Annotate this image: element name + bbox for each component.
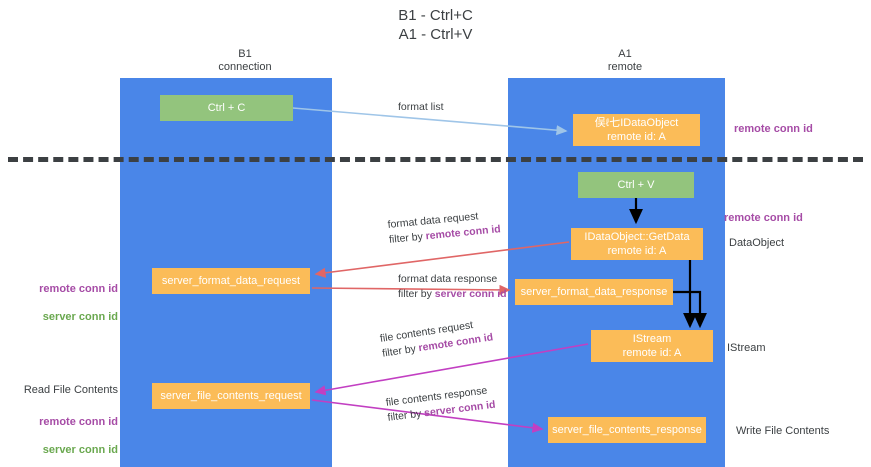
box-ctrl-v[interactable]: Ctrl + V [578, 172, 694, 198]
page-title: B1 - Ctrl+C A1 - Ctrl+V [398, 7, 473, 43]
annotation-remote-conn-id-left-bottom: remote conn id [39, 416, 118, 428]
box-server-format-data-response[interactable]: server_format_data_response [515, 279, 673, 305]
caption-format-data-response-line1: format data response [398, 273, 498, 285]
annotation-conn-ids-middle: remote conn id server conn id [18, 268, 118, 338]
caption-file-contents-response: file contents response filter by server … [385, 383, 496, 426]
caption-filter-key-server-conn-id: server conn id [434, 288, 507, 300]
caption-file-contents-request: file contents request filter by remote c… [379, 315, 494, 361]
caption-format-list: format list [398, 101, 444, 113]
caption-format-data-response-line2: filter by server conn id [398, 287, 507, 302]
annotation-remote-conn-id-left-top: remote conn id [39, 283, 118, 295]
annotation-conn-ids-bottom: remote conn id server conn id [18, 401, 118, 467]
box-idataobject-getdata[interactable]: IDataObject::GetData remote id: A [571, 228, 703, 260]
column-header-a1: A1 remote [607, 48, 643, 73]
annotation-server-conn-id-left-top: server conn id [42, 311, 118, 323]
caption-format-data-request: format data request filter by remote con… [387, 207, 501, 248]
column-header-b1: B1 connection [218, 48, 272, 73]
annotation-istream: IStream [727, 342, 766, 354]
box-istream[interactable]: IStream remote id: A [591, 330, 713, 362]
annotation-remote-conn-id-top: remote conn id [734, 123, 813, 135]
box-ctrl-c[interactable]: Ctrl + C [160, 95, 293, 121]
annotation-dataobject: DataObject [729, 237, 785, 249]
caption-filter-prefix: filter by [386, 407, 425, 424]
annotation-read-file-contents: Read File Contents [23, 384, 118, 396]
box-idataobject[interactable]: 俣ℓ七IDataObject remote id: A [573, 114, 700, 146]
phase-divider [8, 157, 863, 162]
annotation-remote-conn-id-middle: remote conn id [724, 212, 803, 224]
box-server-file-contents-response[interactable]: server_file_contents_response [548, 417, 706, 443]
caption-filter-prefix: filter by [381, 342, 420, 360]
caption-format-data-response: format data response filter by server co… [398, 272, 507, 302]
annotation-write-file-contents: Write File Contents [736, 425, 830, 437]
box-server-file-contents-request[interactable]: server_file_contents_request [152, 383, 310, 409]
annotation-server-conn-id-left-bottom: server conn id [42, 444, 118, 456]
box-server-format-data-request[interactable]: server_format_data_request [152, 268, 310, 294]
caption-filter-prefix: filter by [398, 288, 435, 300]
caption-filter-prefix: filter by [388, 230, 427, 246]
